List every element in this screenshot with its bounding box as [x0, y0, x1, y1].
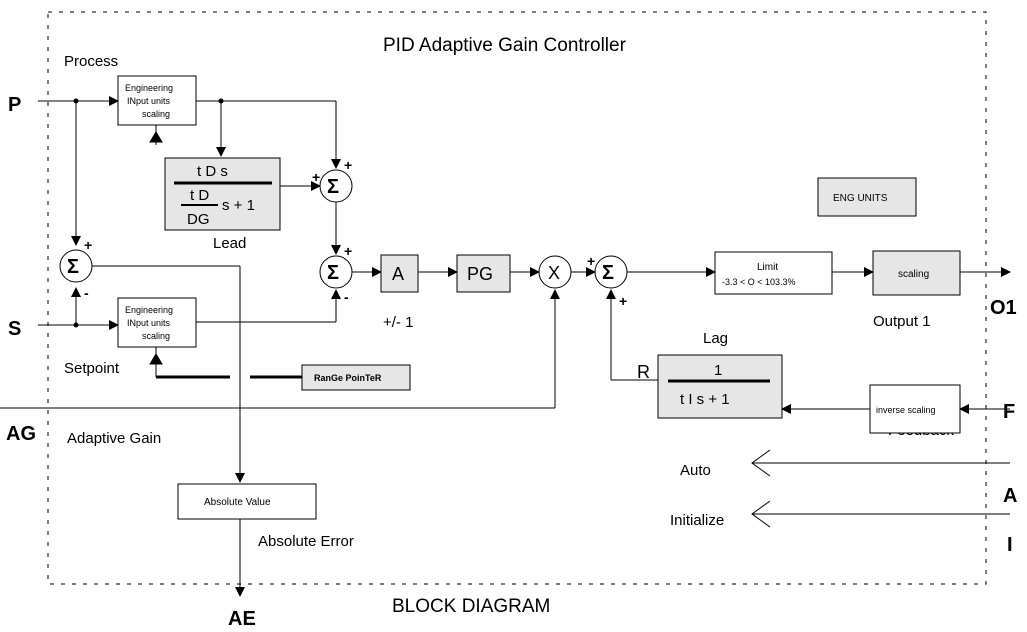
eng-input-scaling-setpoint: Engineering INput units scaling [117, 297, 197, 348]
svg-text:t D s: t D s [197, 163, 228, 180]
lead-label: Lead [213, 235, 246, 252]
sum-junction-abs-error: Σ + - [59, 237, 93, 301]
limit-block: Limit -3.3 < O < 103.3% [714, 251, 833, 295]
svg-text:+: + [619, 293, 627, 309]
svg-text:Limit: Limit [757, 262, 778, 273]
svg-text:X: X [548, 263, 560, 283]
svg-text:Σ: Σ [327, 262, 339, 284]
initialize-label: Initialize [670, 512, 724, 529]
svg-text:Engineering: Engineering [125, 83, 173, 93]
sum-junction-output: Σ + + [587, 253, 628, 309]
absolute-error-label: Absolute Error [258, 533, 354, 550]
svg-text:1: 1 [714, 362, 722, 379]
svg-text:Σ: Σ [327, 176, 339, 198]
lag-label: Lag [703, 330, 728, 347]
input-ag-label: AG [6, 423, 36, 445]
output1-label: Output 1 [873, 313, 931, 330]
svg-text:+: + [587, 253, 595, 269]
svg-text:inverse scaling: inverse scaling [876, 405, 936, 415]
multiplier-junction: X [538, 255, 572, 289]
svg-text:INput units: INput units [127, 96, 171, 106]
output-o1-label: O1 [990, 297, 1017, 319]
svg-text:scaling: scaling [142, 331, 170, 341]
r-label: R [637, 362, 650, 382]
input-s-label: S [8, 318, 21, 340]
svg-text:t I s + 1: t I s + 1 [680, 391, 730, 408]
svg-text:A: A [392, 264, 404, 284]
svg-text:DG: DG [187, 211, 210, 228]
eng-input-scaling-process: Engineering INput units scaling [117, 75, 197, 126]
svg-text:s + 1: s + 1 [222, 197, 255, 214]
absolute-value-block: Absolute Value [177, 483, 317, 520]
input-a-label: A [1003, 485, 1017, 507]
svg-text:+: + [344, 243, 352, 259]
svg-text:Absolute Value: Absolute Value [204, 497, 271, 508]
svg-text:scaling: scaling [142, 109, 170, 119]
svg-text:scaling: scaling [898, 269, 929, 280]
svg-text:-: - [344, 289, 349, 305]
setpoint-label: Setpoint [64, 360, 120, 377]
svg-text:Σ: Σ [67, 256, 79, 278]
lag-block: 1 t I s + 1 [657, 354, 783, 419]
controller-boundary [47, 11, 987, 585]
pm1-label: +/- 1 [383, 314, 413, 331]
svg-text:t D: t D [190, 187, 209, 204]
wires [0, 96, 1011, 597]
svg-text:RanGe PoinTeR: RanGe PoinTeR [314, 373, 382, 383]
adaptive-gain-label: Adaptive Gain [67, 430, 161, 447]
svg-text:Engineering: Engineering [125, 305, 173, 315]
svg-text:+: + [344, 157, 352, 173]
gain-a-block: A [380, 254, 419, 293]
auto-label: Auto [680, 462, 711, 479]
svg-text:Σ: Σ [602, 262, 614, 284]
diagram-footer: BLOCK DIAGRAM [392, 596, 550, 617]
svg-text:INput units: INput units [127, 318, 171, 328]
process-label: Process [64, 53, 118, 70]
output-scaling-block: scaling [872, 250, 961, 296]
pg-block: PG [456, 254, 511, 293]
svg-text:+: + [84, 237, 92, 253]
sum-junction-lead: Σ + + [312, 157, 353, 203]
diagram-title: PID Adaptive Gain Controller [383, 35, 627, 56]
inverse-scaling-block: inverse scaling [869, 384, 961, 434]
output-ae-label: AE [228, 608, 256, 630]
input-i-label: I [1007, 534, 1013, 556]
eng-units-block: ENG UNITS [817, 177, 917, 217]
input-p-label: P [8, 94, 21, 116]
sum-junction-error: Σ + - [319, 243, 353, 305]
svg-text:+: + [312, 169, 320, 185]
lead-block: t D s t D s + 1 DG [164, 157, 281, 231]
svg-text:-: - [84, 285, 89, 301]
svg-text:ENG UNITS: ENG UNITS [833, 193, 888, 204]
range-pointer-block: RanGe PoinTeR [301, 364, 411, 391]
svg-text:-3.3 < O < 103.3%: -3.3 < O < 103.3% [722, 277, 796, 287]
svg-text:PG: PG [467, 264, 493, 284]
input-f-label: F [1003, 401, 1015, 423]
